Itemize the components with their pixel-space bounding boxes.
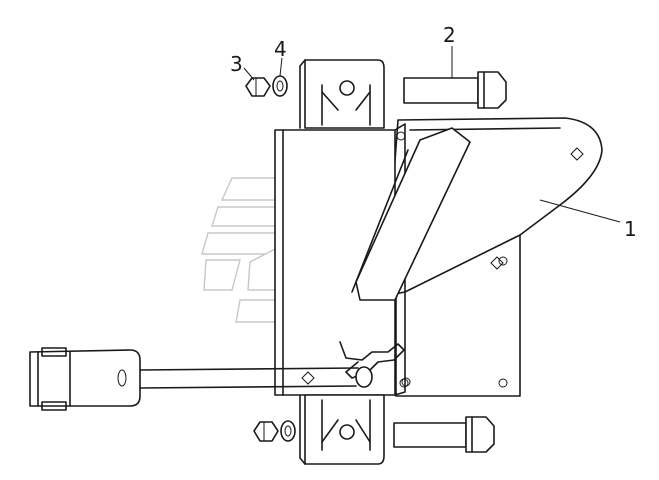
guide-channel	[351, 127, 471, 301]
leader-lines	[243, 46, 621, 223]
cable-connector	[29, 347, 141, 411]
washer-upper	[272, 75, 288, 97]
cable	[139, 367, 359, 389]
callout-labels: 1 2 3 4	[230, 23, 637, 241]
bolt-upper	[403, 71, 507, 109]
callout-4: 4	[274, 37, 287, 61]
bottom-clamp	[299, 394, 385, 465]
callout-1: 1	[624, 217, 637, 241]
nut-upper	[245, 77, 271, 97]
callout-2: 2	[443, 23, 456, 47]
callout-3: 3	[230, 52, 243, 76]
cable-clip	[339, 341, 405, 388]
nut-lower	[253, 421, 279, 442]
bolt-lower	[393, 416, 495, 453]
washer-lower	[280, 420, 296, 442]
top-clamp	[299, 59, 385, 129]
